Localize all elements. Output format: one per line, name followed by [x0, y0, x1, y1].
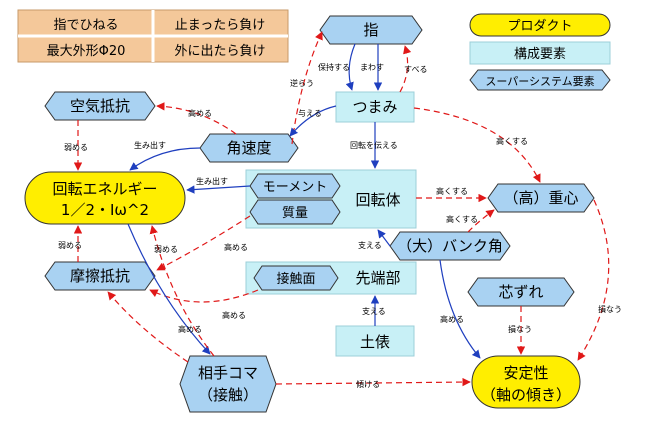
node-stability: [471, 355, 581, 409]
edge-support-bank-label: 支える: [358, 240, 382, 250]
node-rotational-energy-label: 回転エネルギー: [52, 180, 157, 198]
node-finger: [319, 15, 423, 45]
edge-produce-re-label: 生み出す: [196, 176, 228, 186]
edge-knob-give-av: [289, 105, 337, 137]
edge-bank-raise-stability: [439, 259, 481, 359]
node-mass: [249, 199, 341, 225]
node-center-of-gravity-label: （高）重心: [503, 189, 578, 207]
legend-supersystem-label: スーパーシステム要素: [485, 75, 594, 88]
legend-product-swatch: [469, 13, 611, 37]
edge-cg-impair-stability: [577, 199, 610, 361]
node-rotor-label: 回転体: [355, 191, 400, 209]
edge-mass-raise-friction: [156, 215, 251, 271]
rule-out-lose: 外に出たら負け: [174, 44, 265, 59]
node-misalignment: [467, 277, 575, 307]
edge-produce-av-label: 生み出す: [134, 140, 166, 150]
edge-resist-label: 逆らう: [290, 78, 314, 88]
edge-impair-cg-label: 損なう: [598, 304, 622, 314]
edge-raise-air-label: 高める: [188, 108, 212, 118]
rule-twist-by-finger: 指でひねる: [53, 18, 118, 33]
edge-weaken-opp-label: 弱める: [154, 245, 178, 254]
rule-stop-lose: 止まったら負け: [175, 18, 265, 33]
legend-product-label: プロダクト: [507, 19, 572, 34]
edge-raise-cg-bank-label: 高くする: [446, 214, 478, 224]
node-air-resistance: [44, 91, 156, 121]
edge-knob-raise-cg: [413, 107, 541, 183]
edge-raise-cg-rotor-label: 高くする: [436, 186, 468, 196]
node-air-resistance-label: 空気抵抗: [70, 97, 130, 115]
rule-max-diameter: 最大外形Φ20: [47, 44, 126, 59]
node-opponent-top: [179, 355, 277, 413]
legend-component-label: 構成要素: [514, 47, 566, 62]
node-moment-label: モーメント: [263, 180, 327, 195]
node-finger-label: 指: [363, 21, 378, 39]
node-opponent-sublabel: （接触）: [198, 386, 258, 404]
edge-hold-label: 保持する: [318, 62, 350, 72]
legend: プロダクト 構成要素 スーパーシステム要素: [469, 13, 611, 91]
node-contact-surface: [253, 265, 339, 291]
node-friction-label: 摩擦抵抗: [70, 267, 130, 285]
edge-raise-opp-label: 高める: [178, 324, 202, 334]
node-knob-label: つまみ: [352, 98, 397, 116]
node-center-of-gravity: [487, 183, 595, 213]
node-rotational-energy: [24, 171, 186, 225]
edge-av-raise-air: [156, 102, 237, 135]
node-bank-angle-label: （大）バンク角: [397, 237, 503, 255]
node-stability-label: 安定性: [503, 364, 548, 382]
edge-turn-label: まわす: [360, 63, 384, 72]
edge-opponent-tilt-stability: [275, 377, 471, 387]
node-contact-surface-label: 接触面: [276, 271, 315, 287]
edge-tilt-label: 傾ける: [356, 380, 380, 389]
node-opponent-label: 相手コマ: [198, 364, 258, 382]
edge-bank-raise-cg: [467, 209, 495, 233]
edge-transmit-label: 回転を伝える: [350, 140, 398, 150]
edge-give-label: 与える: [298, 109, 322, 118]
edge-weaken-air-label: 弱める: [64, 143, 88, 152]
edge-energy-to-opponent: [127, 223, 211, 355]
node-stability-sublabel: （軸の傾き）: [481, 386, 571, 404]
edge-opponent-weaken-energy: [149, 225, 215, 357]
edge-raise-cg-knob-label: 高くする: [496, 136, 528, 146]
edges: 保持する まわす すべる 逆らう 与える 高める 弱める 生み出す 回転を伝える…: [58, 31, 622, 389]
edge-raise-fric-contact-label: 高める: [222, 310, 246, 320]
edge-support-ring-label: 支える: [362, 306, 386, 316]
legend-supersystem-swatch: [469, 69, 611, 91]
node-rotational-energy-formula: 1／2・Iω^2: [61, 201, 149, 219]
edge-knob-slip-finger: [399, 45, 412, 93]
node-mass-label: 質量: [282, 206, 308, 221]
rules-panel: 指でひねる 止まったら負け 最大外形Φ20 外に出たら負け: [17, 9, 289, 63]
edge-opponent-raise-friction: [107, 291, 189, 363]
edge-impair-mis-label: 損なう: [508, 324, 532, 334]
edge-raise-bank-stab-label: 高める: [440, 314, 464, 324]
edge-slip-label: すべる: [404, 65, 427, 74]
edge-finger-hold-knob: [345, 43, 356, 91]
edge-moment-produce-energy: [186, 185, 251, 194]
node-angular-velocity-label: 角速度: [226, 139, 271, 157]
legend-component-swatch: [469, 41, 611, 65]
node-ring-label: 土俵: [360, 333, 390, 351]
edge-raise-fric-mass-label: 高める: [224, 242, 248, 252]
edge-av-produce-energy: [129, 147, 201, 171]
edge-weaken-fric-label: 弱める: [58, 241, 82, 250]
edge-av-resist-finger: [291, 31, 323, 145]
edge-contact-raise-friction: [149, 289, 259, 303]
node-tip-label: 先端部: [355, 269, 400, 287]
node-misalignment-label: 芯ずれ: [498, 283, 543, 301]
node-ring: [335, 325, 415, 357]
edge-bank-support-rotor: [377, 229, 391, 247]
node-friction: [44, 261, 156, 291]
